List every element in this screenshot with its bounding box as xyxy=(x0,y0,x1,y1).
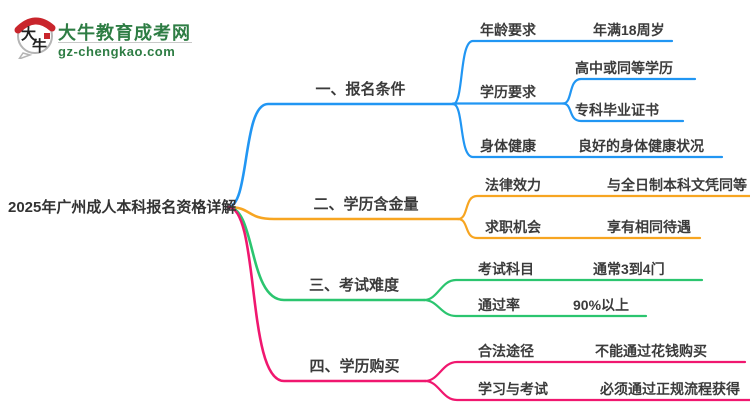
branch-2-label: 二、学历含金量 xyxy=(313,196,419,213)
leaf-3-to-4-subjects: 通常3到4门 xyxy=(593,261,665,277)
leaf-above-90-percent: 90%以上 xyxy=(573,297,630,313)
logo-char-top: 大 xyxy=(21,25,36,43)
leaf-good-health: 良好的身体健康状况 xyxy=(578,138,704,154)
node-exam-subjects: 考试科目 xyxy=(478,261,534,277)
brand-divider xyxy=(58,42,192,43)
node-legal-way: 合法途径 xyxy=(478,343,534,359)
node-education-requirement: 学历要求 xyxy=(480,84,536,100)
brand-logo: 大 牛 大牛教育成考网 gz-chengkao.com xyxy=(13,11,213,63)
node-physical-health: 身体健康 xyxy=(480,138,536,154)
leaf-cannot-buy: 不能通过花钱购买 xyxy=(595,343,707,359)
leaf-equal-to-fulltime: 与全日制本科文凭同等 xyxy=(607,177,747,193)
node-legal-validity: 法律效力 xyxy=(485,177,541,193)
brand-name: 大牛教育成考网 xyxy=(58,23,191,43)
leaf-highschool-equivalent: 高中或同等学历 xyxy=(575,60,673,76)
node-pass-rate: 通过率 xyxy=(478,297,520,313)
branch-3-label: 三、考试难度 xyxy=(308,277,399,294)
branch-4-label: 四、学历购买 xyxy=(309,358,400,375)
logo-char-bottom: 牛 xyxy=(32,37,47,55)
node-age-requirement: 年龄要求 xyxy=(480,22,536,38)
leaf-formal-process: 必须通过正规流程获得 xyxy=(600,381,740,397)
branch-1-label: 一、报名条件 xyxy=(315,81,406,98)
node-job-opportunity: 求职机会 xyxy=(485,219,541,235)
daniu-logo-icon: 大 牛 xyxy=(14,17,56,59)
mindmap-root: 2025年广州成人本科报名资格详解 xyxy=(8,199,237,216)
leaf-college-diploma: 专科毕业证书 xyxy=(575,102,659,118)
node-study-and-exam: 学习与考试 xyxy=(478,381,548,397)
leaf-same-treatment: 享有相同待遇 xyxy=(607,219,691,235)
brand-url: gz-chengkao.com xyxy=(58,44,176,59)
leaf-age-18: 年满18周岁 xyxy=(593,22,665,38)
